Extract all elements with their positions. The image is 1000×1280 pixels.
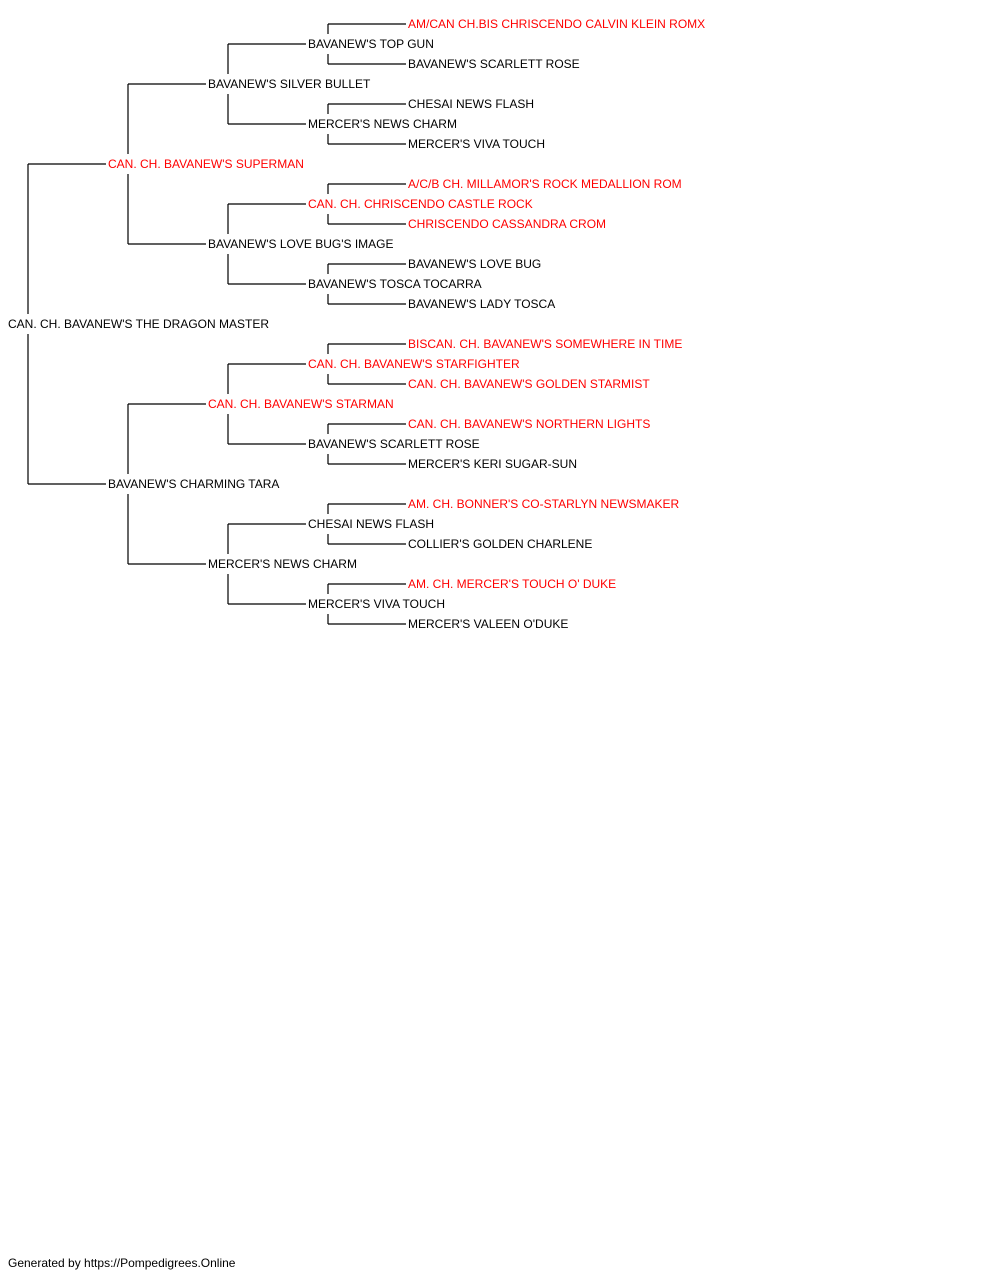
- pedigree-connector-lines: [27, 23, 406, 625]
- dog-name-gen1[interactable]: BAVANEW'S CHARMING TARA: [108, 477, 279, 491]
- dog-name-gen4[interactable]: AM. CH. BONNER'S CO-STARLYN NEWSMAKER: [408, 497, 680, 511]
- dog-name-gen2[interactable]: CAN. CH. BAVANEW'S STARMAN: [208, 397, 394, 411]
- dog-name-gen4[interactable]: COLLIER'S GOLDEN CHARLENE: [408, 537, 592, 551]
- dog-name-gen2[interactable]: MERCER'S NEWS CHARM: [208, 557, 357, 571]
- dog-name-gen3[interactable]: CAN. CH. BAVANEW'S STARFIGHTER: [308, 357, 520, 371]
- dog-name-gen4[interactable]: AM. CH. MERCER'S TOUCH O' DUKE: [408, 577, 616, 591]
- dog-name-gen3[interactable]: BAVANEW'S TOP GUN: [308, 37, 434, 51]
- dog-name-gen3[interactable]: MERCER'S NEWS CHARM: [308, 117, 457, 131]
- dog-name-gen1[interactable]: CAN. CH. BAVANEW'S SUPERMAN: [108, 157, 304, 171]
- dog-name-gen3[interactable]: CAN. CH. CHRISCENDO CASTLE ROCK: [308, 197, 533, 211]
- dog-name-gen4[interactable]: AM/CAN CH.BIS CHRISCENDO CALVIN KLEIN RO…: [408, 17, 705, 31]
- dog-name-gen4[interactable]: BAVANEW'S LOVE BUG: [408, 257, 541, 271]
- dog-name-gen3[interactable]: BAVANEW'S TOSCA TOCARRA: [308, 277, 482, 291]
- dog-name-gen3[interactable]: MERCER'S VIVA TOUCH: [308, 597, 445, 611]
- dog-name-gen4[interactable]: CAN. CH. BAVANEW'S GOLDEN STARMIST: [408, 377, 650, 391]
- dog-name-gen3[interactable]: CHESAI NEWS FLASH: [308, 517, 434, 531]
- dog-name-gen4[interactable]: BAVANEW'S SCARLETT ROSE: [408, 57, 580, 71]
- dog-name-gen4[interactable]: CAN. CH. BAVANEW'S NORTHERN LIGHTS: [408, 417, 650, 431]
- dog-name-gen2[interactable]: BAVANEW'S SILVER BULLET: [208, 77, 371, 91]
- dog-name-gen3[interactable]: BAVANEW'S SCARLETT ROSE: [308, 437, 480, 451]
- dog-name-gen4[interactable]: BAVANEW'S LADY TOSCA: [408, 297, 555, 311]
- dog-name-gen4[interactable]: MERCER'S KERI SUGAR-SUN: [408, 457, 577, 471]
- dog-name-gen4[interactable]: BISCAN. CH. BAVANEW'S SOMEWHERE IN TIME: [408, 337, 682, 351]
- dog-name-gen2[interactable]: BAVANEW'S LOVE BUG'S IMAGE: [208, 237, 394, 251]
- dog-name-gen4[interactable]: CHRISCENDO CASSANDRA CROM: [408, 217, 606, 231]
- dog-name-gen4[interactable]: MERCER'S VALEEN O'DUKE: [408, 617, 568, 631]
- dog-name-gen4[interactable]: CHESAI NEWS FLASH: [408, 97, 534, 111]
- dog-name-gen0[interactable]: CAN. CH. BAVANEW'S THE DRAGON MASTER: [8, 317, 269, 331]
- dog-name-gen4[interactable]: MERCER'S VIVA TOUCH: [408, 137, 545, 151]
- pedigree-name-labels: CAN. CH. BAVANEW'S THE DRAGON MASTER CAN.…: [8, 17, 705, 631]
- dog-name-gen4[interactable]: A/C/B CH. MILLAMOR'S ROCK MEDALLION ROM: [408, 177, 682, 191]
- generated-by-footer[interactable]: Generated by https://Pompedigrees.Online: [8, 1256, 236, 1270]
